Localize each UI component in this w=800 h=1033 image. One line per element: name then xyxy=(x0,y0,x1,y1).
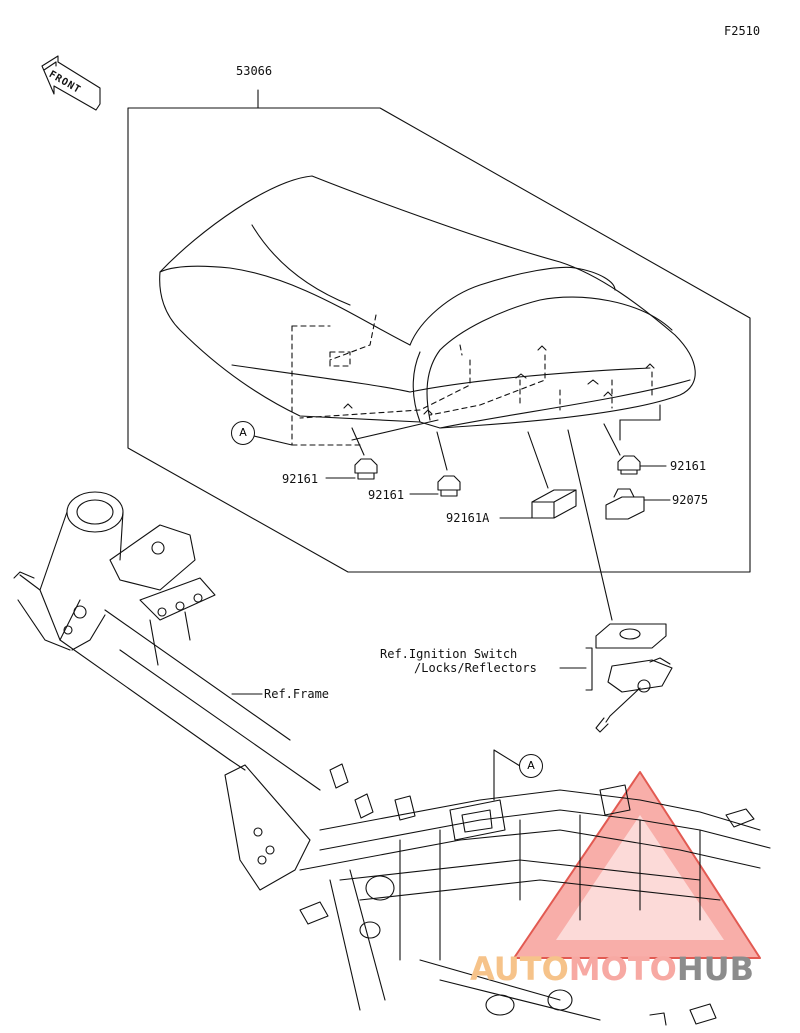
figure-code: F2510 xyxy=(724,24,761,38)
watermark-part2: MOTO xyxy=(568,950,677,988)
callout-a-upper: A xyxy=(231,421,255,445)
frame-spine xyxy=(59,609,321,791)
front-arrow-icon xyxy=(41,55,101,111)
frame-side-plate xyxy=(224,764,311,891)
part-92161a-label: 92161A xyxy=(446,511,490,525)
ref-frame-label: Ref.Frame xyxy=(264,687,330,701)
watermark-logo: AUTOMOTOHUB xyxy=(470,950,754,988)
part-92161-label-3: 92161 xyxy=(670,459,707,473)
seat-clips xyxy=(343,345,655,415)
ref-ignition-line2: /Locks/Reflectors xyxy=(414,661,537,675)
seat-outline xyxy=(159,175,696,429)
part-92161-label-2: 92161 xyxy=(368,488,405,502)
rubber-stopper-2 xyxy=(437,475,461,497)
part-53066-label: 53066 xyxy=(236,64,273,78)
frame-bracket xyxy=(109,524,216,666)
damper-block xyxy=(531,489,577,519)
watermark-part3: HUB xyxy=(676,950,755,988)
seat-lock-assembly xyxy=(595,623,673,733)
hidden-lines xyxy=(291,314,653,446)
bracket-rubber xyxy=(605,488,645,520)
part-92075-label: 92075 xyxy=(672,493,709,507)
rubber-stopper-3 xyxy=(617,455,641,475)
watermark-part1: AUTO xyxy=(470,950,569,988)
ref-ignition-line1: Ref.Ignition Switch xyxy=(380,647,518,661)
seat-assembly-frame xyxy=(127,107,751,573)
part-92161-label-1: 92161 xyxy=(282,472,319,486)
frame-rear xyxy=(299,763,771,1026)
frame-head xyxy=(13,491,124,651)
callout-a-lower: A xyxy=(519,754,543,778)
rubber-stopper-1 xyxy=(354,458,378,480)
